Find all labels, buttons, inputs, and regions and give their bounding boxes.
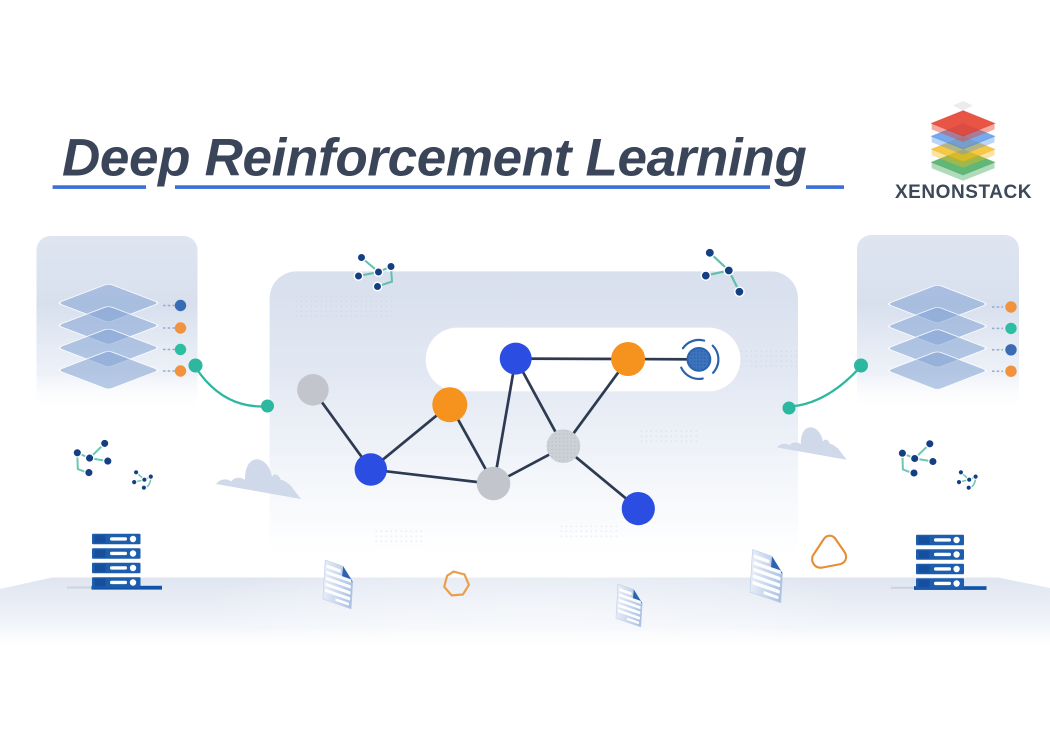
svg-text:XENONSTACK: XENONSTACK	[895, 182, 1032, 203]
svg-text:Deep Reinforcement Learning: Deep Reinforcement Learning	[62, 129, 806, 188]
